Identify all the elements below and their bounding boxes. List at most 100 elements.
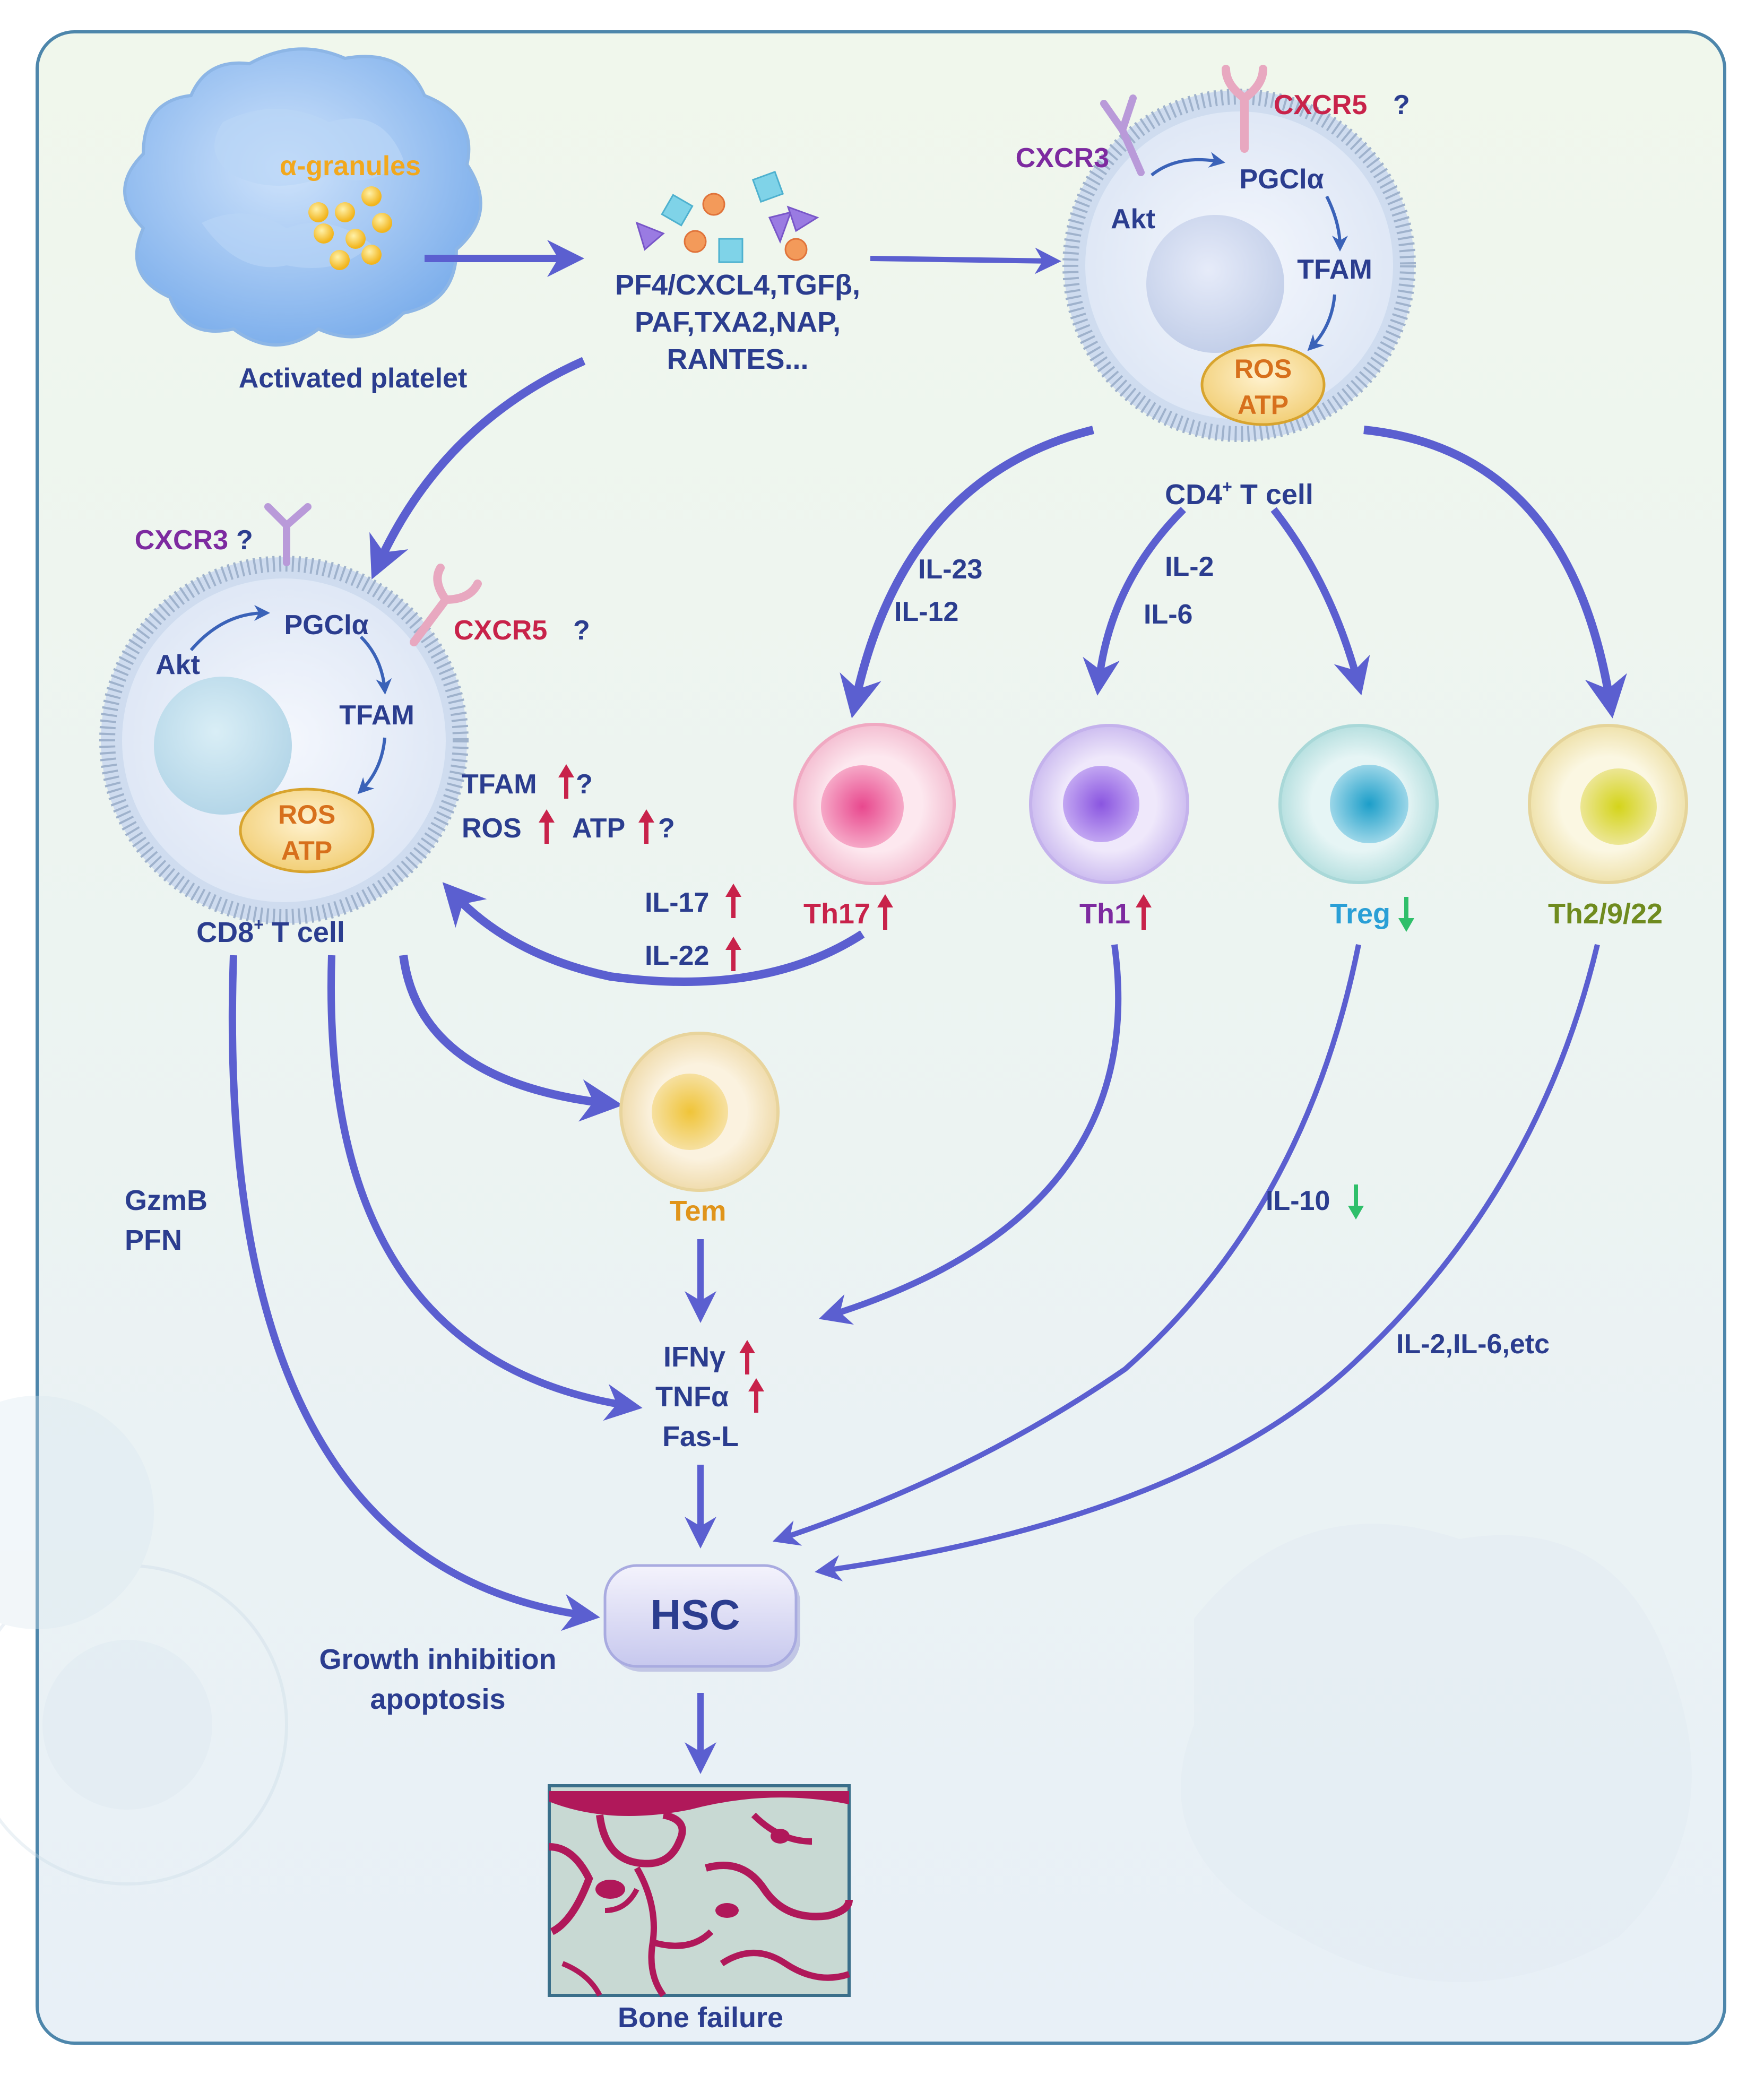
arrow-cd4-to-th17	[840, 426, 1094, 719]
cd4-cxcr5-receptor-icon	[1222, 65, 1267, 153]
treg-cell-icon	[1278, 724, 1439, 884]
effector-il2-il6: IL-2,IL-6,etc	[1396, 1329, 1550, 1360]
cd8-t-cell: CXCR3 ? CXCR5 ? Akt PGClα TFAM ROS ATP C…	[99, 503, 590, 948]
th17-label: Th17	[803, 898, 870, 930]
effector-il10: IL-10	[1266, 1186, 1330, 1216]
arrow-cd8-to-tem	[399, 955, 623, 1122]
arrow-th17-to-cd8	[442, 882, 865, 986]
cd8-side-tfam: TFAM	[462, 769, 537, 800]
th1-label: Th1	[1079, 898, 1130, 930]
cd4-cxcr5-question: ?	[1393, 90, 1410, 120]
cd8-cxcr3-receptor-icon	[264, 503, 312, 566]
effector-gzmb: GzmB	[125, 1184, 207, 1216]
arrow-cd8-to-hsc	[228, 955, 600, 1631]
platelet-label: Activated platelet	[239, 363, 468, 394]
cd4-nucleus-icon	[1146, 215, 1284, 353]
tem-label: Tem	[669, 1195, 726, 1227]
cd4-membrane	[1062, 89, 1416, 442]
hsc-effect-1: Growth inhibition	[319, 1644, 557, 1675]
arrow-cd8-to-cytokines	[327, 955, 643, 1421]
cd8-cxcr3-label: CXCR3	[135, 525, 228, 556]
arrow-mediators-to-cd8	[369, 357, 586, 580]
down-arrow-icon	[1348, 1184, 1364, 1220]
granules-label: α-granules	[280, 151, 421, 181]
cd8-side-q1: ?	[576, 769, 593, 800]
cd8-ros-label: ROS	[278, 800, 335, 829]
cd8-cxcr5-receptor-icon	[410, 564, 482, 646]
hsc-label: HSC	[651, 1591, 740, 1638]
arrow-cd4-to-treg	[1270, 507, 1370, 696]
cd8-pgc-label: PGClα	[284, 610, 368, 641]
effector-ifng: IFNγ	[663, 1341, 725, 1373]
treg-label: Treg	[1330, 898, 1390, 930]
cd8-cxcr5-label: CXCR5	[454, 615, 547, 646]
up-arrow-icon	[877, 894, 893, 930]
cd4-ros-label: ROS	[1234, 354, 1292, 384]
cd4-cxcr3-label: CXCR3	[1016, 143, 1109, 174]
cd4-cell-label: CD4+ T cell	[1165, 477, 1313, 511]
cytokine-il23: IL-23	[918, 554, 982, 585]
activated-platelet: α-granules Activated platelet	[123, 47, 482, 394]
hsc-effect-2: apoptosis	[370, 1683, 505, 1715]
cd8-membrane	[99, 556, 469, 925]
up-arrow-icon	[725, 884, 741, 918]
th1-cell-icon	[1029, 724, 1189, 884]
arrow-th1-to-cytokines	[818, 944, 1122, 1325]
feedback-il22: IL-22	[645, 940, 709, 971]
mediator-particles-icon	[635, 170, 819, 263]
cd4-pgc-label: PGClα	[1239, 164, 1324, 195]
granules-icon	[308, 186, 392, 270]
mediators-line-1: PF4/CXCL4,TGFβ,	[615, 269, 860, 301]
tem-cell-icon	[619, 1032, 780, 1192]
cd4-akt-label: Akt	[1111, 204, 1155, 235]
diagram-frame	[36, 30, 1726, 2045]
cd4-tfam-label: TFAM	[1297, 254, 1372, 285]
background-decoration	[0, 1396, 1692, 1982]
effector-tnfa: TNFα	[655, 1381, 729, 1413]
cd4-atp-label: ATP	[1238, 390, 1289, 420]
cd8-nucleus-icon	[154, 677, 292, 815]
cd4-cxcr3-receptor-icon	[1100, 94, 1145, 176]
mediators-line-3: RANTES...	[667, 343, 808, 375]
cd8-cxcr5-question: ?	[573, 615, 590, 646]
th2-label: Th2/9/22	[1548, 898, 1663, 930]
cd8-side-q2: ?	[658, 813, 675, 844]
cytokine-il12: IL-12	[894, 596, 958, 627]
effector-fasl: Fas-L	[662, 1421, 739, 1452]
hsc-node: HSC	[603, 1564, 800, 1672]
up-arrow-icon	[725, 937, 741, 971]
cd8-tfam-label: TFAM	[339, 700, 414, 731]
effector-pfn: PFN	[125, 1224, 182, 1256]
cd8-cxcr3-question: ?	[236, 525, 253, 556]
arrow-treg-to-hsc	[772, 944, 1361, 1546]
cd8-side-ros: ROS	[462, 813, 522, 844]
arrow-cd4-to-th1	[1083, 507, 1186, 696]
bone-failure-label: Bone failure	[618, 2002, 783, 2034]
cd8-cell-label: CD8+ T cell	[196, 915, 345, 948]
feedback-il17: IL-17	[645, 887, 709, 918]
cd8-side-atp: ATP	[572, 813, 625, 844]
cd4-cxcr5-label: CXCR5	[1274, 90, 1367, 120]
up-arrow-icon	[1136, 894, 1152, 930]
cd8-mitochondrion-icon	[239, 788, 375, 874]
up-arrow-icon	[739, 1340, 755, 1374]
up-arrow-icon	[558, 764, 574, 799]
bone-marrow-image-icon	[548, 1784, 853, 1997]
up-arrow-icon	[748, 1378, 764, 1413]
cytokine-il6: IL-6	[1144, 599, 1192, 630]
cd4-t-cell: CXCR3 CXCR5 ? Akt PGClα TFAM ROS ATP CD4…	[1016, 65, 1416, 511]
th17-cell-icon	[793, 723, 956, 885]
cd8-akt-label: Akt	[155, 650, 200, 680]
arrow-cd4-to-th2	[1363, 426, 1627, 719]
down-arrow-icon	[1398, 897, 1414, 932]
cd4-mitochondrion-icon	[1200, 343, 1326, 426]
arrow-th2-to-hsc	[815, 944, 1600, 1581]
up-arrow-icon	[638, 809, 654, 844]
cd8-atp-label: ATP	[281, 836, 332, 866]
cytokine-il2: IL-2	[1165, 551, 1214, 582]
up-arrow-icon	[539, 809, 555, 844]
platelet-body-icon	[123, 47, 482, 347]
arrow-mediators-to-cd4	[870, 247, 1061, 274]
mediators-line-2: PAF,TXA2,NAP,	[635, 306, 841, 338]
